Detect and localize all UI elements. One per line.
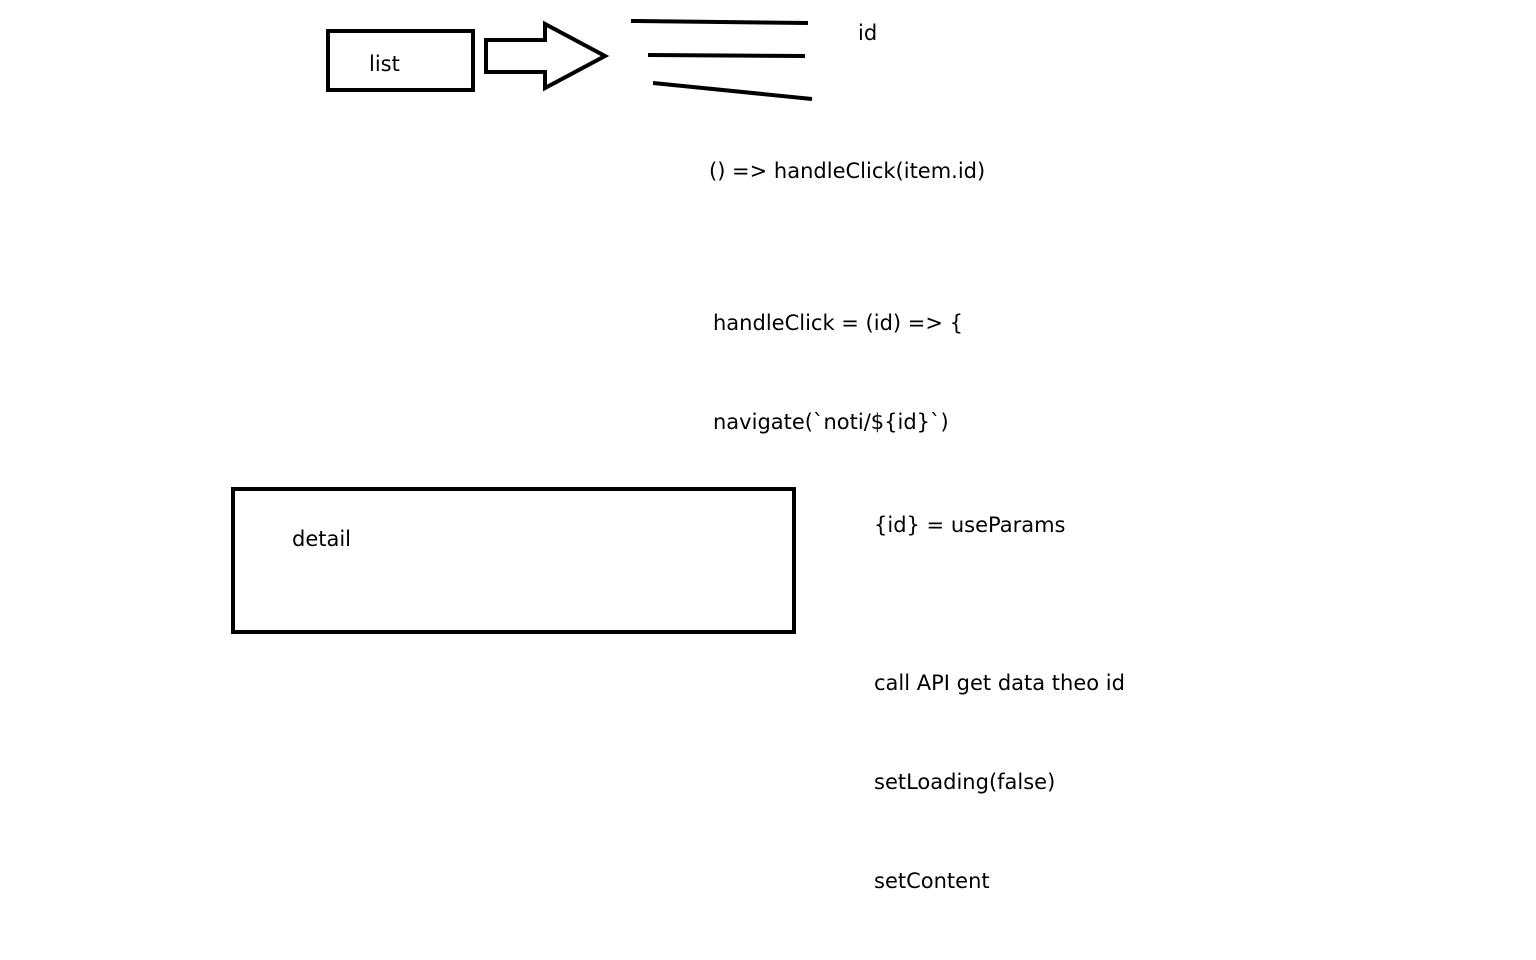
right-arrow-icon — [484, 20, 610, 92]
detail-box — [231, 487, 796, 634]
detail-label: detail — [292, 527, 352, 551]
click-handler-note: () => handleClick(item.id) — [709, 159, 986, 183]
api-step: setContent — [874, 869, 990, 893]
api-step: setLoading(false) — [874, 770, 1056, 794]
list-line-1 — [630, 19, 809, 25]
api-step: call API get data theo id — [874, 671, 1125, 695]
list-line-3 — [652, 81, 813, 101]
handle-click-code: handleClick = (id) => { navigate(`noti/$… — [713, 241, 963, 571]
api-steps: call API get data theo id setLoading(fal… — [874, 601, 1125, 931]
list-label: list — [369, 52, 400, 76]
list-box — [326, 29, 475, 92]
code-line: handleClick = (id) => { — [713, 311, 964, 335]
id-note: id — [858, 21, 878, 45]
use-params-note: {id} = useParams — [874, 513, 1066, 537]
list-line-2 — [647, 53, 806, 58]
code-line: navigate(`noti/${id}`) — [713, 410, 949, 434]
